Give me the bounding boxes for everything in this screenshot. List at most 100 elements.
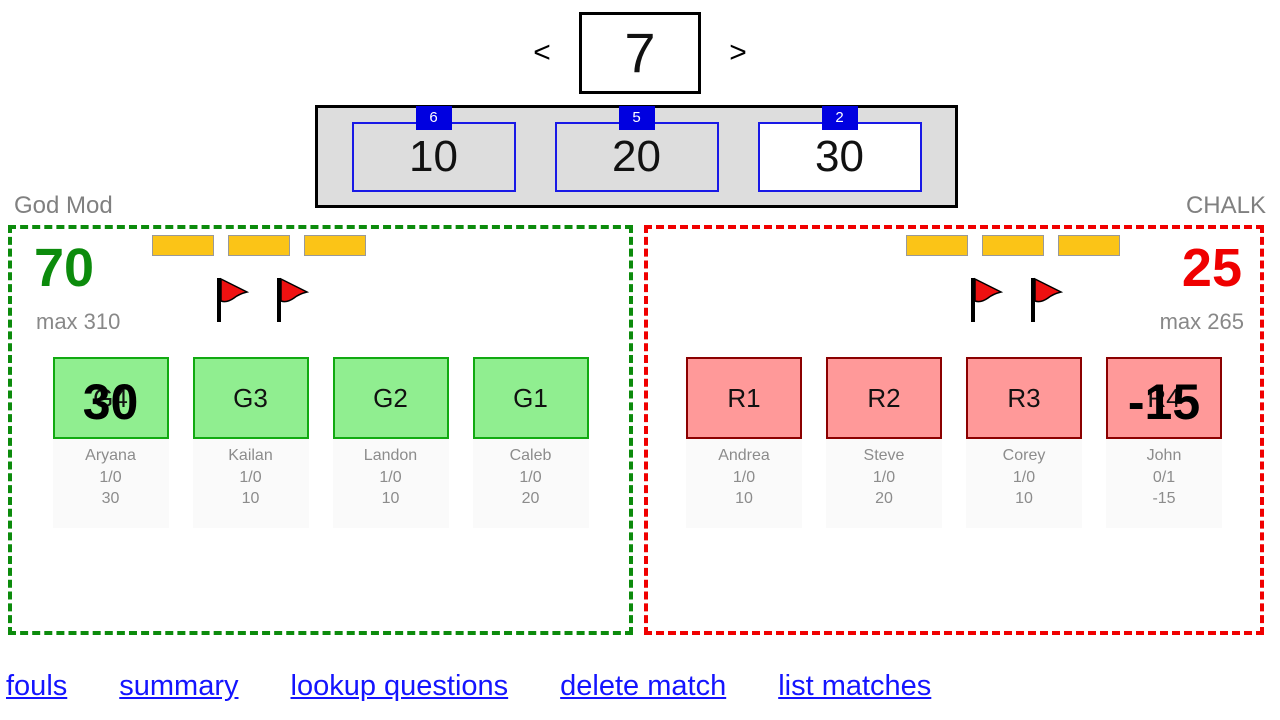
right-team-name: CHALK (1185, 192, 1266, 219)
player-stats: Caleb 1/0 20 (472, 439, 589, 528)
value-button-label: 10 (409, 131, 458, 181)
player-slot-label: R1 (727, 383, 761, 413)
prev-question-button[interactable]: < (533, 36, 551, 69)
right-team-score: 25 (1181, 238, 1242, 298)
player-slot-label: R2 (867, 383, 901, 413)
right-team-max-score: max 265 (1159, 309, 1244, 334)
yellow-card-icon (304, 235, 366, 256)
player-record: 1/0 (99, 468, 122, 486)
player-name: Landon (363, 447, 418, 464)
footer-link-summary[interactable]: summary (119, 670, 239, 702)
player-record: 1/0 (379, 468, 402, 486)
player-points: 10 (381, 490, 400, 508)
player-slot-label: G2 (373, 383, 408, 413)
player-stats: Andrea 1/0 10 (686, 439, 802, 528)
footer-link-fouls[interactable]: fouls (6, 670, 68, 702)
left-team-header: 70 max 310 (12, 229, 629, 349)
player-slot-label: R3 (1007, 383, 1041, 413)
left-team-max-score: max 310 (36, 309, 121, 334)
player-name: Kailan (228, 447, 273, 464)
current-question-number: 7 (624, 21, 656, 84)
yellow-card-icon (152, 235, 214, 256)
value-count-badge: 2 (821, 105, 858, 130)
red-flag-icon (217, 277, 250, 322)
right-flag-row (968, 276, 1120, 322)
footer-link-lookup-questions[interactable]: lookup questions (290, 670, 509, 702)
player-points: 30 (101, 490, 120, 508)
player-slot-label: G4 (93, 383, 128, 413)
footer-link-delete-match[interactable]: delete match (560, 670, 727, 702)
value-count-badge: 5 (618, 105, 655, 130)
player-slot-button-G3[interactable]: G3 (192, 357, 309, 439)
player-stats: Landon 1/0 10 (332, 439, 449, 528)
yellow-card-icon (228, 235, 290, 256)
player-name: Steve (863, 447, 905, 464)
player-slot-button-R3[interactable]: R3 (966, 357, 1082, 439)
red-flag-icon (277, 277, 310, 322)
player-stats: Aryana 1/0 30 (52, 439, 169, 528)
player-points: 20 (521, 490, 540, 508)
left-team-score: 70 (34, 238, 95, 298)
player-points: 10 (735, 490, 753, 508)
right-team-tokens (906, 235, 1120, 322)
player-points: 10 (241, 490, 260, 508)
player-slot-button-R1[interactable]: R1 (686, 357, 802, 439)
right-team-header: 25 max 265 (648, 229, 1260, 349)
player-slot-button-G1[interactable]: G1 (472, 357, 589, 439)
player-record: 1/0 (872, 468, 896, 486)
player-stats: John 0/1 -15 (1106, 439, 1222, 528)
value-button-label: 30 (815, 131, 864, 181)
player-slot-button-R2[interactable]: R2 (826, 357, 942, 439)
player-stats: Corey 1/0 10 (966, 439, 1082, 528)
player-slot-label: G1 (513, 383, 548, 413)
left-flag-row (214, 276, 366, 322)
player-points: -15 (1152, 490, 1176, 508)
player-points: 10 (1015, 490, 1033, 508)
player-stats: Steve 1/0 20 (826, 439, 942, 528)
player-points: 20 (875, 490, 893, 508)
player-record: 0/1 (1152, 468, 1176, 486)
yellow-card-icon (906, 235, 968, 256)
player-name: Corey (1002, 447, 1046, 464)
yellow-card-icon (1058, 235, 1120, 256)
player-slot-button-R4[interactable]: R4-15 (1106, 357, 1222, 439)
next-question-button[interactable]: > (729, 36, 747, 69)
red-flag-icon (971, 277, 1004, 322)
value-count-badge: 6 (415, 105, 452, 130)
yellow-card-icon (982, 235, 1044, 256)
player-record: 1/0 (519, 468, 542, 486)
player-name: John (1146, 447, 1182, 464)
footer-link-list-matches[interactable]: list matches (778, 670, 932, 702)
player-slot-label: G3 (233, 383, 268, 413)
player-name: Aryana (85, 447, 136, 464)
left-team-tokens (152, 235, 366, 322)
current-question-box[interactable]: 7 (579, 12, 701, 94)
left-yellow-card-row (152, 235, 366, 256)
player-slot-button-G2[interactable]: G2 (332, 357, 449, 439)
red-flag-icon (1031, 277, 1064, 322)
player-name: Andrea (718, 447, 770, 464)
player-slot-label: R4 (1147, 383, 1181, 413)
player-name: Caleb (509, 447, 552, 464)
player-record: 1/0 (1012, 468, 1036, 486)
right-yellow-card-row (906, 235, 1120, 256)
player-record: 1/0 (732, 468, 756, 486)
footer-links: fouls summary lookup questions delete match… (6, 672, 931, 701)
